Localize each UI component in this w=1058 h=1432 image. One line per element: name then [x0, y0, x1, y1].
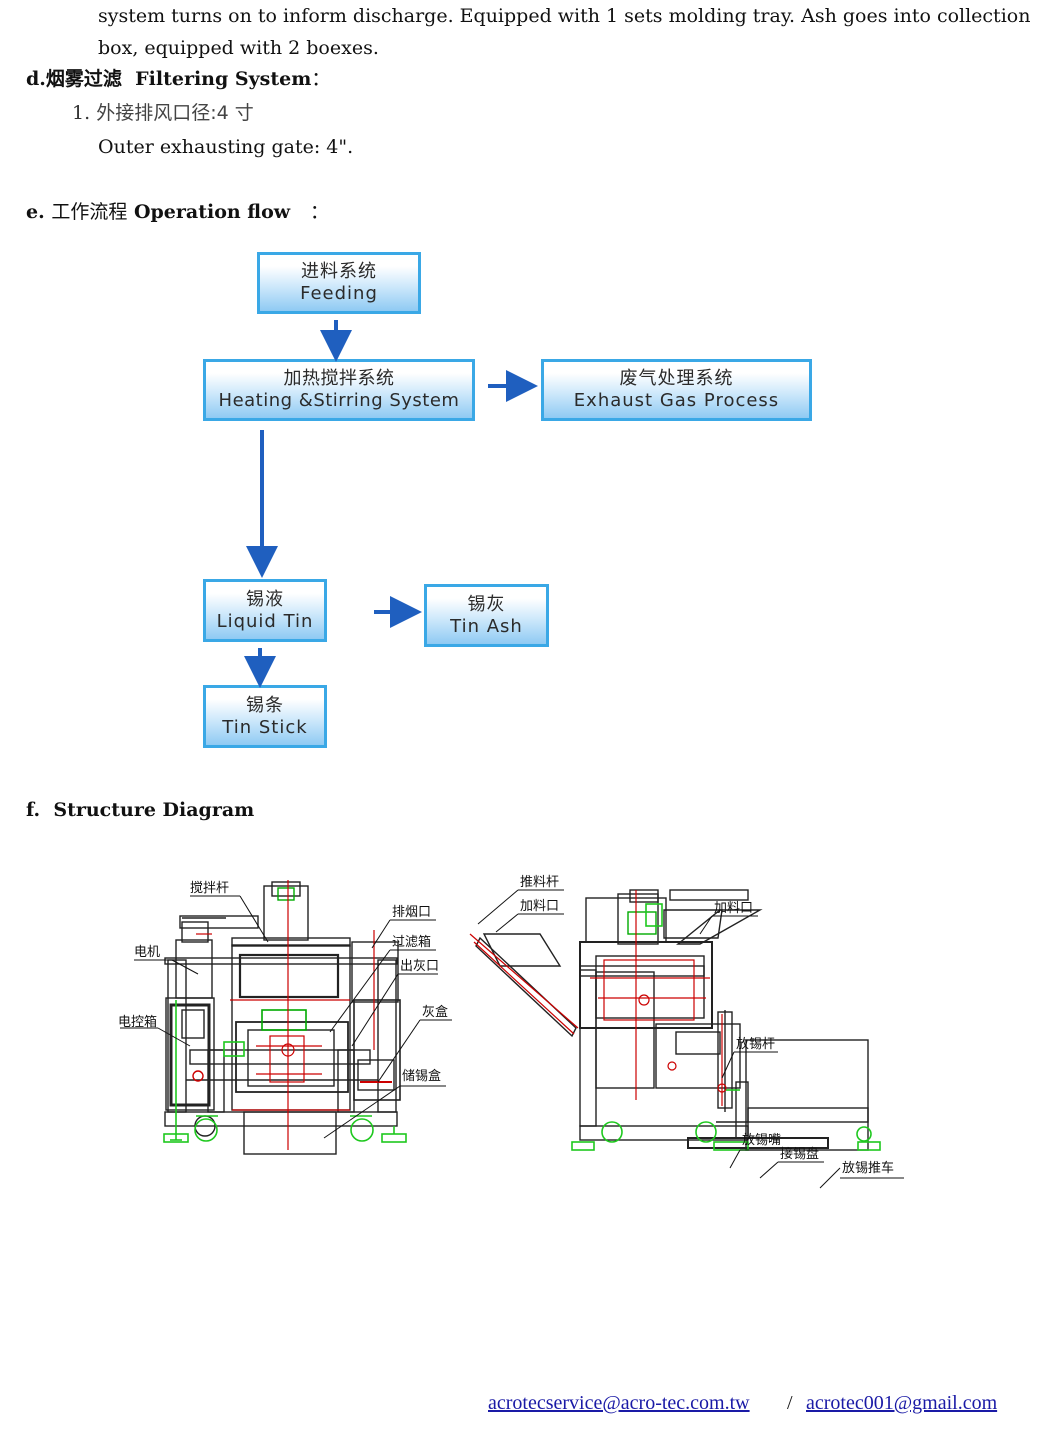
section-d-heading-cn: 烟雾过滤	[45, 68, 122, 90]
right-machine	[475, 889, 869, 1151]
section-e-prefix: e.	[26, 201, 45, 223]
right-machine-feet	[571, 903, 881, 1151]
flow-feeding-en: Feeding	[300, 283, 378, 304]
flow-arrows	[244, 320, 538, 688]
right-machine-leaders	[477, 889, 904, 1189]
label-motor: 电机	[134, 945, 160, 960]
flow-exhaust-en: Exhaust Gas Process	[573, 390, 780, 411]
section-d-prefix: d.	[26, 68, 46, 90]
label-control-box: 电控箱	[118, 1014, 157, 1030]
section-d-item-cn-text: 外接排风口径:4 寸	[96, 102, 254, 124]
section-d-heading-en: Filtering System	[135, 68, 312, 90]
footer-email-link-1[interactable]: acrotecservice@acro-tec.com.tw	[488, 1392, 750, 1414]
label-tin-release-rod: 放锡杆	[736, 1037, 775, 1052]
section-d-heading: d.烟雾过滤 Filtering System：	[26, 67, 330, 91]
left-machine-feet	[163, 1000, 407, 1143]
footer-email-link-2[interactable]: acrotec001@gmail.com	[806, 1392, 998, 1414]
flow-stick-en: Tin Stick	[222, 716, 308, 738]
section-d-item-number: 1.	[72, 102, 91, 124]
section-e-heading-en: Operation flow	[133, 201, 291, 223]
section-d-item-1-en: Outer exhausting gate: 4".	[98, 136, 354, 158]
section-f-prefix: f.	[26, 799, 41, 821]
flow-box-liquid-tin: 锡液 Liquid Tin	[203, 579, 327, 642]
section-f-heading: f. Structure Diagram	[26, 798, 254, 822]
flow-ash-en: Tin Ash	[450, 615, 523, 637]
structure-diagram: 搅拌杆 电机 电控箱 排烟口 过滤箱 出灰口 灰盒 储锡盒 推料杆 加料口 加料…	[118, 875, 904, 1189]
section-d-colon: ：	[311, 68, 331, 90]
flow-feeding-cn: 进料系统	[301, 261, 377, 282]
left-machine	[164, 881, 401, 1155]
section-e-heading: e. 工作流程 Operation flow ：	[26, 200, 329, 224]
left-machine-leaders	[120, 895, 452, 1139]
label-tin-nozzle: 放锡嘴	[742, 1133, 781, 1148]
left-machine-centerlines	[196, 880, 375, 1150]
flow-heating-cn: 加热搅拌系统	[283, 368, 395, 389]
right-machine-centerlines	[469, 890, 727, 1106]
label-filter-box: 过滤箱	[392, 934, 431, 950]
section-e-heading-cn: 工作流程	[51, 201, 128, 223]
flow-heating-en: Heating &Stirring System	[218, 390, 460, 411]
flow-ash-cn: 锡灰	[467, 593, 506, 615]
flow-box-feeding: 进料系统 Feeding	[257, 252, 421, 314]
label-tin-cart: 放锡推车	[842, 1160, 894, 1176]
label-push-rod: 推料杆	[520, 875, 559, 890]
label-stir-rod: 搅拌杆	[190, 880, 229, 896]
label-feed-port-left: 加料口	[520, 899, 559, 914]
section-f-heading-en: Structure Diagram	[53, 799, 255, 821]
flow-liquid-cn: 锡液	[246, 588, 284, 610]
footer-separator: /	[787, 1392, 793, 1414]
label-ash-box: 灰盒	[422, 1004, 448, 1020]
section-d-item-1-cn: 1. 外接排风口径:4 寸	[72, 101, 254, 125]
label-tin-storage: 储锡盒	[402, 1068, 441, 1084]
flow-box-tin-ash: 锡灰 Tin Ash	[424, 584, 549, 647]
intro-line-1: system turns on to inform discharge. Equ…	[98, 5, 1031, 27]
flow-stick-cn: 锡条	[246, 694, 284, 716]
intro-line-2: box, equipped with 2 boexes.	[98, 37, 379, 59]
flow-liquid-en: Liquid Tin	[216, 610, 314, 632]
label-smoke-outlet: 排烟口	[392, 905, 431, 920]
label-feed-port-right: 加料口	[714, 901, 753, 916]
label-ash-outlet: 出灰口	[400, 959, 439, 974]
flow-box-exhaust: 废气处理系统 Exhaust Gas Process	[541, 359, 812, 421]
section-e-colon: ：	[310, 201, 330, 223]
flow-exhaust-cn: 废气处理系统	[619, 368, 734, 389]
label-tin-tray: 接锡盘	[780, 1146, 819, 1162]
